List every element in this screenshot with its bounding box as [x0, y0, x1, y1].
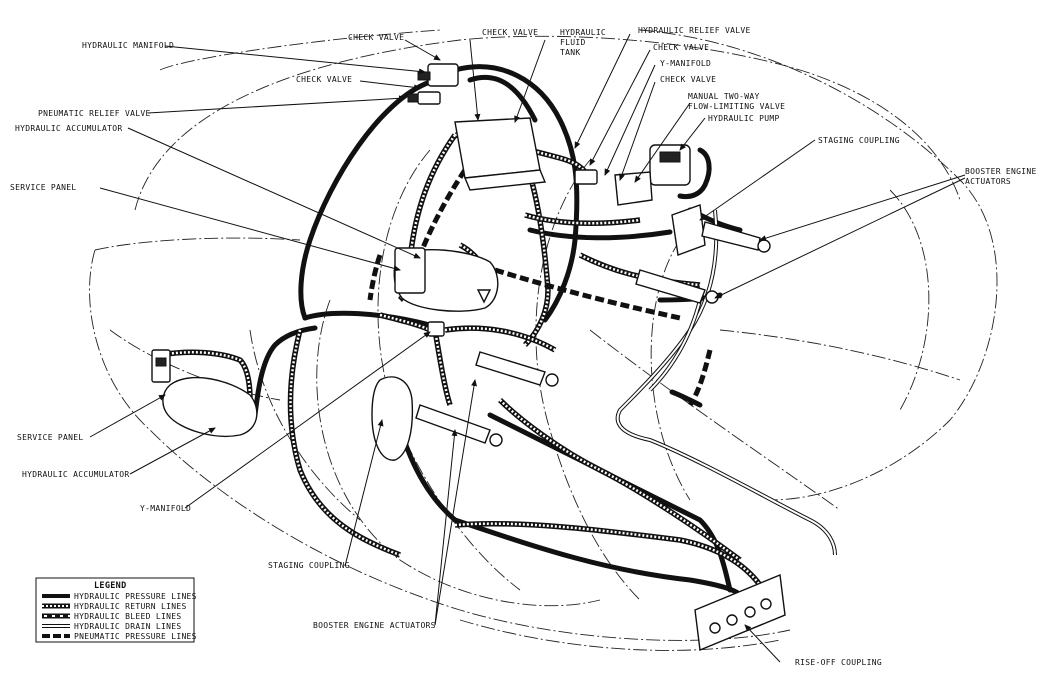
leader-lines: [89, 33, 966, 663]
label-check-valve-right1: CHECK VALVE: [653, 43, 709, 52]
y-manifold-upper: [574, 169, 598, 185]
legend-item-pressure: HYDRAULIC PRESSURE LINES: [42, 592, 197, 601]
service-panel-center: [394, 247, 426, 294]
vehicle-body-outline: [89, 29, 998, 651]
label-rise-off-coupling: RISE-OFF COUPLING: [795, 658, 882, 667]
legend-item-return: HYDRAULIC RETURN LINES: [42, 602, 187, 611]
label-manual-valve-1: MANUAL TWO-WAY: [688, 92, 760, 101]
label-hydraulic-pump: HYDRAULIC PUMP: [708, 114, 780, 123]
hydraulic-pump: [649, 144, 691, 186]
label-hydraulic-manifold: HYDRAULIC MANIFOLD: [82, 41, 174, 50]
staging-coupling-upper: [671, 204, 706, 256]
label-service-panel-bottom: SERVICE PANEL: [17, 433, 84, 442]
label-check-valve-center: CHECK VALVE: [482, 28, 538, 37]
booster-actuator-right-1: [701, 221, 771, 253]
rise-off-coupling: [694, 574, 786, 651]
pneumatic-relief-valve: [407, 91, 441, 105]
return-lines: [159, 132, 763, 587]
legend-item-pneumatic: PNEUMATIC PRESSURE LINES: [42, 632, 197, 641]
label-fluid-tank-2: FLUID: [560, 38, 586, 47]
booster-actuator-center-2: [415, 404, 503, 447]
legend-label-return: HYDRAULIC RETURN LINES: [74, 602, 187, 611]
service-panel-left: [151, 349, 171, 383]
label-service-panel-top: SERVICE PANEL: [10, 183, 77, 192]
legend-title: LEGEND: [94, 581, 127, 591]
legend-label-pressure: HYDRAULIC PRESSURE LINES: [74, 592, 197, 601]
legend-item-bleed: HYDRAULIC BLEED LINES: [42, 612, 181, 621]
legend-item-drain: HYDRAULIC DRAIN LINES: [42, 622, 181, 631]
hydraulic-fluid-tank: [454, 117, 547, 191]
label-staging-coupling-top: STAGING COUPLING: [818, 136, 900, 145]
legend: LEGEND HYDRAULIC PRESSURE LINES HYDRAULI…: [35, 577, 197, 643]
label-staging-coupling-bottom: STAGING COUPLING: [268, 561, 350, 570]
label-y-manifold-top: Y-MANIFOLD: [660, 59, 711, 68]
y-manifold-lower: [427, 321, 445, 337]
legend-label-pneumatic: PNEUMATIC PRESSURE LINES: [74, 632, 197, 641]
label-booster-right-2: ACTUATORS: [965, 177, 1011, 186]
label-booster-bottom: BOOSTER ENGINE ACTUATORS: [313, 621, 436, 630]
flow-limiting-valve: [614, 171, 653, 206]
staging-coupling-lower: [371, 376, 414, 461]
label-manual-valve-2: FLOW-LIMITING VALVE: [688, 102, 785, 111]
booster-actuator-center-1: [475, 351, 559, 387]
label-hydraulic-accumulator-bottom: HYDRAULIC ACCUMULATOR: [22, 470, 129, 479]
label-hydraulic-accumulator-top: HYDRAULIC ACCUMULATOR: [15, 124, 122, 133]
hydraulic-accumulator-lower: [162, 377, 258, 437]
label-check-valve-top: CHECK VALVE: [348, 33, 404, 42]
callout-labels: HYDRAULIC MANIFOLD CHECK VALVE CHECK VAL…: [10, 26, 1037, 667]
label-check-valve-left: CHECK VALVE: [296, 75, 352, 84]
drain-lines: [615, 209, 837, 556]
label-pneumatic-relief-valve: PNEUMATIC RELIEF VALVE: [38, 109, 151, 118]
legend-label-drain: HYDRAULIC DRAIN LINES: [74, 622, 181, 631]
label-check-valve-right2: CHECK VALVE: [660, 75, 716, 84]
label-booster-right-1: BOOSTER ENGINE: [965, 167, 1037, 176]
label-hydraulic-relief-valve: HYDRAULIC RELIEF VALVE: [638, 26, 751, 35]
legend-label-bleed: HYDRAULIC BLEED LINES: [74, 612, 181, 621]
bleed-lines: [367, 168, 713, 407]
hydraulic-manifold: [417, 63, 459, 87]
label-fluid-tank-3: TANK: [560, 48, 580, 57]
label-y-manifold-bottom: Y-MANIFOLD: [140, 504, 191, 513]
label-fluid-tank-1: HYDRAULIC: [560, 28, 606, 37]
